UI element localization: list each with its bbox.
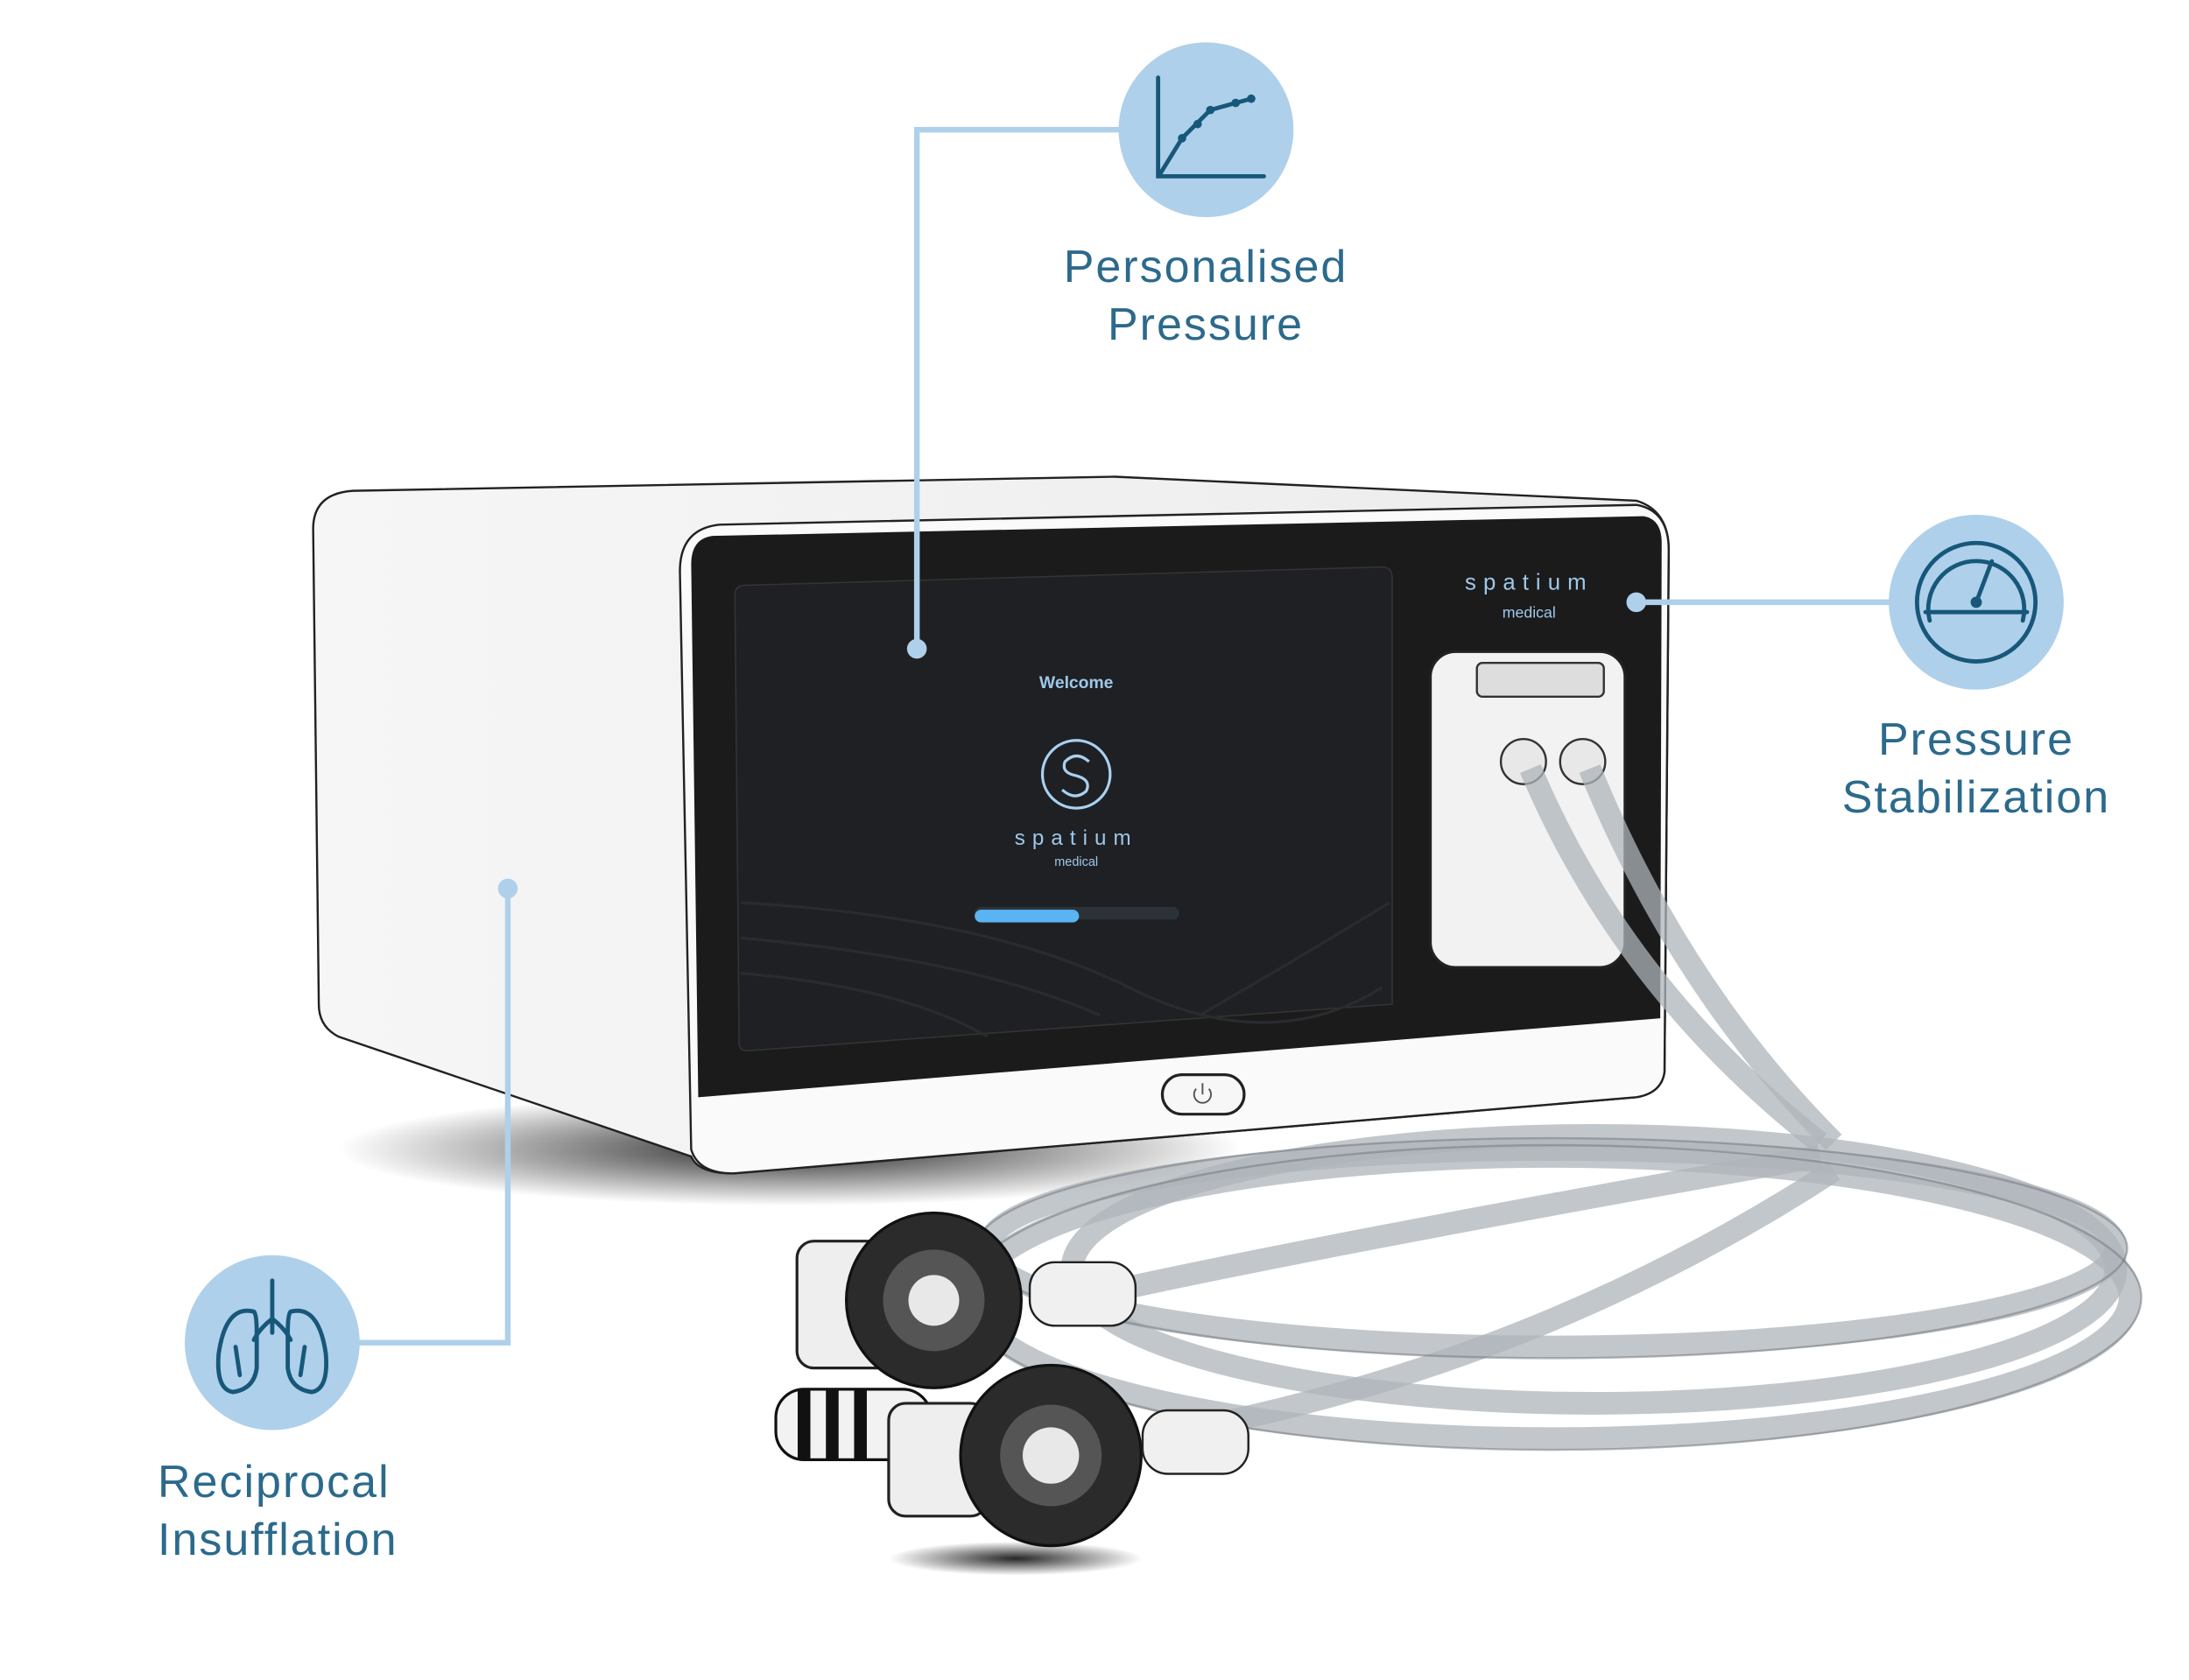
screen-welcome-text: Welcome [1039, 674, 1114, 692]
callout-dot-panel [1626, 592, 1647, 613]
feature-label-reciprocal-insufflation: Reciprocal Insufflation [158, 1453, 398, 1569]
tube-connector-2 [774, 1363, 1249, 1576]
feature-label-line: Pressure [1877, 714, 2075, 765]
feature-label-line: Personalised [1063, 242, 1348, 292]
power-icon [1193, 1083, 1212, 1104]
panel-brand: spatium [1465, 570, 1594, 594]
screen-brand-sub: medical [1054, 855, 1098, 869]
spatium-logo-icon [1040, 739, 1112, 810]
screen-wallpaper-curves [740, 901, 1390, 1038]
feature-label-line: Insufflation [158, 1515, 398, 1565]
feature-label-line: Reciprocal [158, 1457, 391, 1508]
pressure-curve-chart-icon [1118, 42, 1294, 218]
callout-dot-body [497, 878, 518, 899]
callout-dot-screen [906, 638, 927, 659]
touch-screen[interactable] [734, 566, 1393, 1052]
callout-line-personalised-pressure [913, 126, 1122, 650]
screen-brand: spatium [1015, 826, 1138, 850]
pressure-gauge-icon [1889, 515, 2064, 690]
lungs-icon [185, 1255, 360, 1430]
loading-progress-fill [975, 910, 1080, 923]
callout-line-reciprocal-insufflation [358, 888, 511, 1346]
feature-label-personalised-pressure: Personalised Pressure [1064, 238, 1348, 354]
cartridge-slot[interactable] [1475, 661, 1605, 699]
feature-label-pressure-stabilization: Pressure Stabilization [1842, 711, 2110, 826]
feature-label-line: Pressure [1107, 299, 1305, 350]
port-plate [1428, 650, 1627, 969]
feature-label-line: Stabilization [1841, 772, 2111, 823]
panel-brand-sub: medical [1503, 604, 1556, 622]
tube-connector-1 [795, 1211, 1137, 1389]
